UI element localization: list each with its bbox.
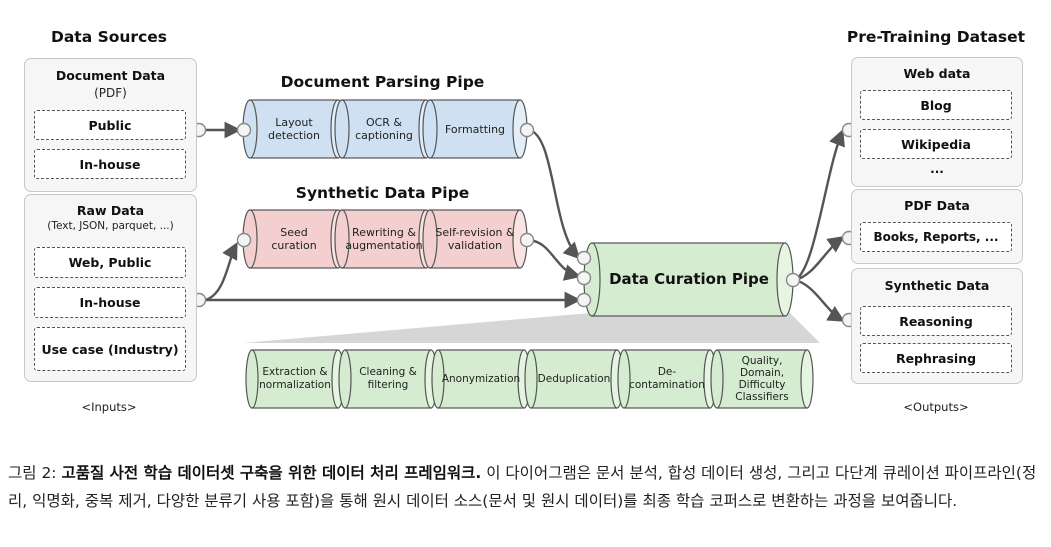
stage-extraction: Extraction & normalization	[259, 366, 331, 391]
caption-bold: 고품질 사전 학습 데이터셋 구축을 위한 데이터 처리 프레임워크.	[61, 464, 482, 482]
cyl-ocr-captioning	[334, 99, 434, 159]
curation-funnel	[243, 313, 820, 343]
synthetic-pipe-cylinders	[242, 209, 528, 269]
source-use-case: Use case (Industry)	[34, 327, 186, 371]
source-document-inhouse: In-house	[34, 149, 186, 179]
stage-ocr-captioning: OCR & captioning	[355, 116, 413, 142]
document-pipe-cylinders	[242, 99, 528, 159]
source-public: Public	[34, 110, 186, 140]
source-raw-inhouse: In-house	[34, 287, 186, 318]
data-sources-title: Data Sources	[50, 28, 167, 46]
document-pipe-title: Document Parsing Pipe	[280, 73, 485, 91]
figure-caption: 그림 2: 고품질 사전 학습 데이터셋 구축을 위한 데이터 처리 프레임워크…	[8, 459, 1044, 515]
web-data-more: ...	[930, 162, 944, 176]
dataset-title: Pre-Training Dataset	[846, 28, 1026, 46]
outputs-label: <Outputs>	[903, 400, 969, 414]
curation-stage-cylinders	[245, 349, 814, 409]
output-wikipedia: Wikipedia	[860, 129, 1012, 159]
stage-anonymization: Anonymization	[441, 372, 521, 385]
stage-formatting: Formatting	[444, 122, 506, 136]
stage-self-revision: Self-revision & validation	[435, 226, 515, 252]
inputs-label: <Inputs>	[81, 400, 137, 414]
stage-deduplication: Deduplication	[537, 372, 611, 385]
output-reasoning: Reasoning	[860, 306, 1012, 336]
stage-decontamination: De- contamination	[629, 366, 705, 391]
output-rephrasing: Rephrasing	[860, 343, 1012, 373]
document-data-title: Document Data	[55, 68, 166, 83]
stage-classifiers: Quality, Domain, Difficulty Classifiers	[735, 355, 789, 403]
data-curation-title: Data Curation Pipe	[609, 270, 769, 288]
caption-prefix: 그림 2:	[8, 464, 62, 482]
web-data-card	[851, 57, 1023, 187]
stage-layout-detection: Layout detection	[268, 116, 320, 142]
stage-rewriting: Rewriting & augmentation	[345, 226, 423, 252]
diagram-canvas	[191, 99, 857, 409]
output-books-reports: Books, Reports, ...	[860, 222, 1012, 252]
source-web-public: Web, Public	[34, 247, 186, 278]
synthetic-data-title: Synthetic Data	[884, 278, 990, 293]
raw-data-subtitle: (Text, JSON, parquet, ...)	[47, 220, 174, 232]
caption-text: 이 다이어그램은 문서 분석, 합성 데이터 생성, 그리고 다단계 큐레이션 …	[8, 464, 1037, 510]
raw-data-title: Raw Data	[76, 203, 145, 218]
cyl-rewriting	[334, 209, 434, 269]
flow-arrows	[204, 121, 845, 322]
stage-cleaning: Cleaning & filtering	[359, 366, 417, 391]
output-blog: Blog	[860, 90, 1012, 120]
document-data-subtitle: (PDF)	[94, 86, 127, 100]
synthetic-pipe-title: Synthetic Data Pipe	[295, 184, 470, 202]
web-data-title: Web data	[903, 66, 971, 81]
pdf-data-title: PDF Data	[904, 198, 970, 213]
stage-seed-curation: Seed curation	[271, 226, 317, 252]
